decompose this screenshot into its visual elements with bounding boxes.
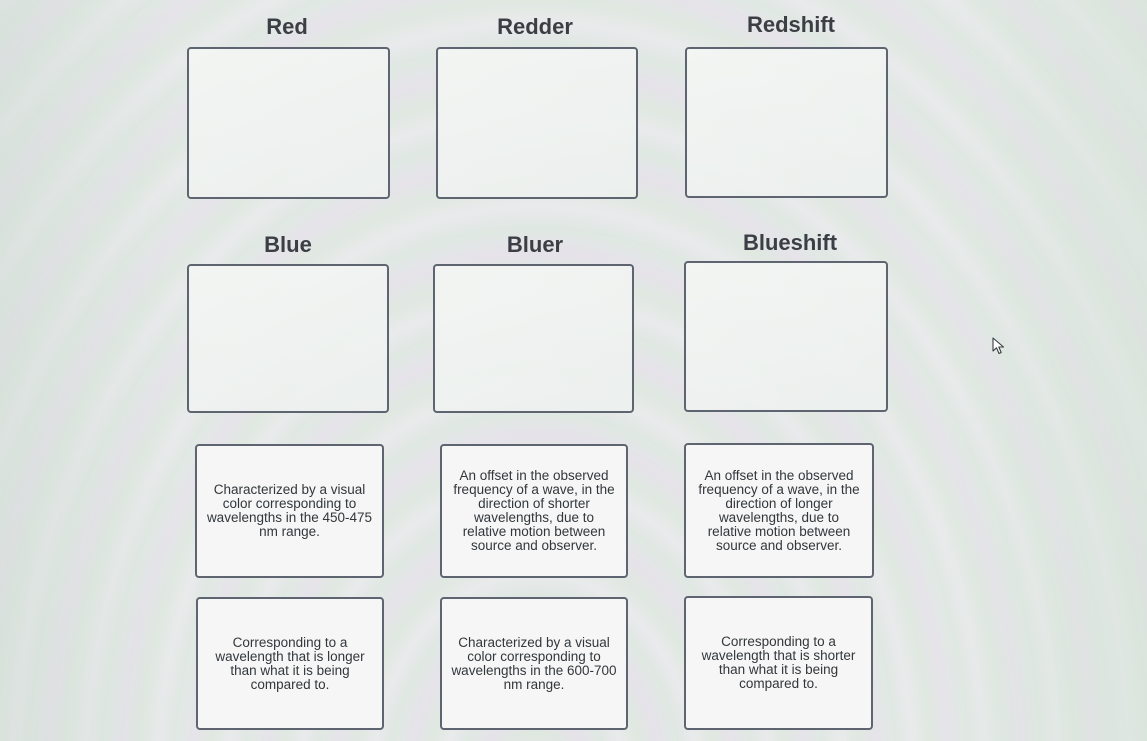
heading-bluer: Bluer — [506, 232, 564, 257]
answer-card-shorter-wavelength[interactable]: Corresponding to a wavelength that is sh… — [684, 596, 873, 730]
drop-zone-redshift[interactable] — [685, 47, 888, 198]
drop-zone-redder[interactable] — [436, 47, 638, 199]
drop-zone-blue[interactable] — [187, 264, 389, 413]
answer-card-blue-visual[interactable]: Characterized by a visual color correspo… — [195, 444, 384, 578]
answer-card-longer-wavelength[interactable]: Corresponding to a wavelength that is lo… — [196, 597, 384, 730]
answer-card-text: Characterized by a visual color correspo… — [451, 634, 617, 692]
answer-card-text: Corresponding to a wavelength that is lo… — [215, 634, 365, 692]
drop-zone-red[interactable] — [187, 47, 390, 199]
drop-zone-bluer[interactable] — [433, 264, 634, 413]
answer-card-shorter-offset[interactable]: An offset in the observed frequency of a… — [440, 444, 628, 578]
heading-blueshift: Blueshift — [742, 230, 838, 255]
mouse-pointer-icon — [992, 337, 1005, 355]
answer-card-text: An offset in the observed frequency of a… — [453, 468, 615, 553]
heading-redder: Redder — [497, 14, 573, 39]
heading-blue: Blue — [264, 232, 312, 257]
drop-zone-blueshift[interactable] — [684, 261, 888, 412]
answer-card-text: Characterized by a visual color correspo… — [206, 482, 373, 539]
answer-card-text: An offset in the observed frequency of a… — [698, 467, 860, 553]
heading-red: Red — [266, 14, 308, 39]
answer-card-red-visual[interactable]: Characterized by a visual color correspo… — [440, 597, 628, 730]
answer-card-text: Corresponding to a wavelength that is sh… — [701, 634, 856, 691]
heading-redshift: Redshift — [747, 12, 835, 37]
answer-card-longer-offset[interactable]: An offset in the observed frequency of a… — [684, 443, 874, 578]
